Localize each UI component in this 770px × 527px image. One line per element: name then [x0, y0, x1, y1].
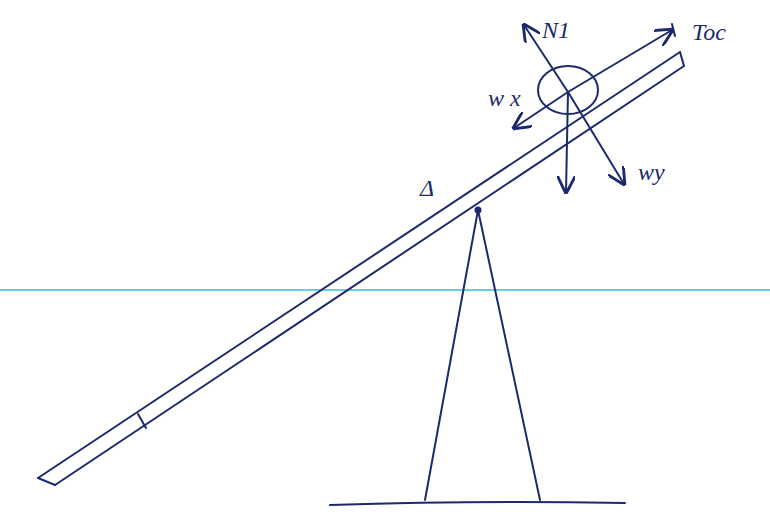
weight-y-arrow [568, 92, 624, 184]
plank-edge [55, 66, 684, 485]
tick-mark [672, 24, 675, 36]
force-label: w x [488, 86, 521, 110]
tension-arrow [568, 30, 672, 92]
fulcrum [425, 210, 540, 500]
plank-end [38, 478, 55, 485]
weight-arrow [566, 92, 568, 192]
horizontal-line [0, 289, 770, 291]
point-label: Δ [420, 176, 434, 200]
pivot-point [476, 208, 481, 213]
plank-end [680, 52, 684, 66]
force-label: wy [638, 160, 665, 184]
ground-line [330, 502, 625, 505]
weight-x-arrow [514, 92, 568, 128]
force-label: N1 [542, 18, 570, 42]
plank-edge [38, 52, 680, 478]
tick-mark [138, 414, 146, 428]
force-label: Toc [692, 20, 726, 44]
